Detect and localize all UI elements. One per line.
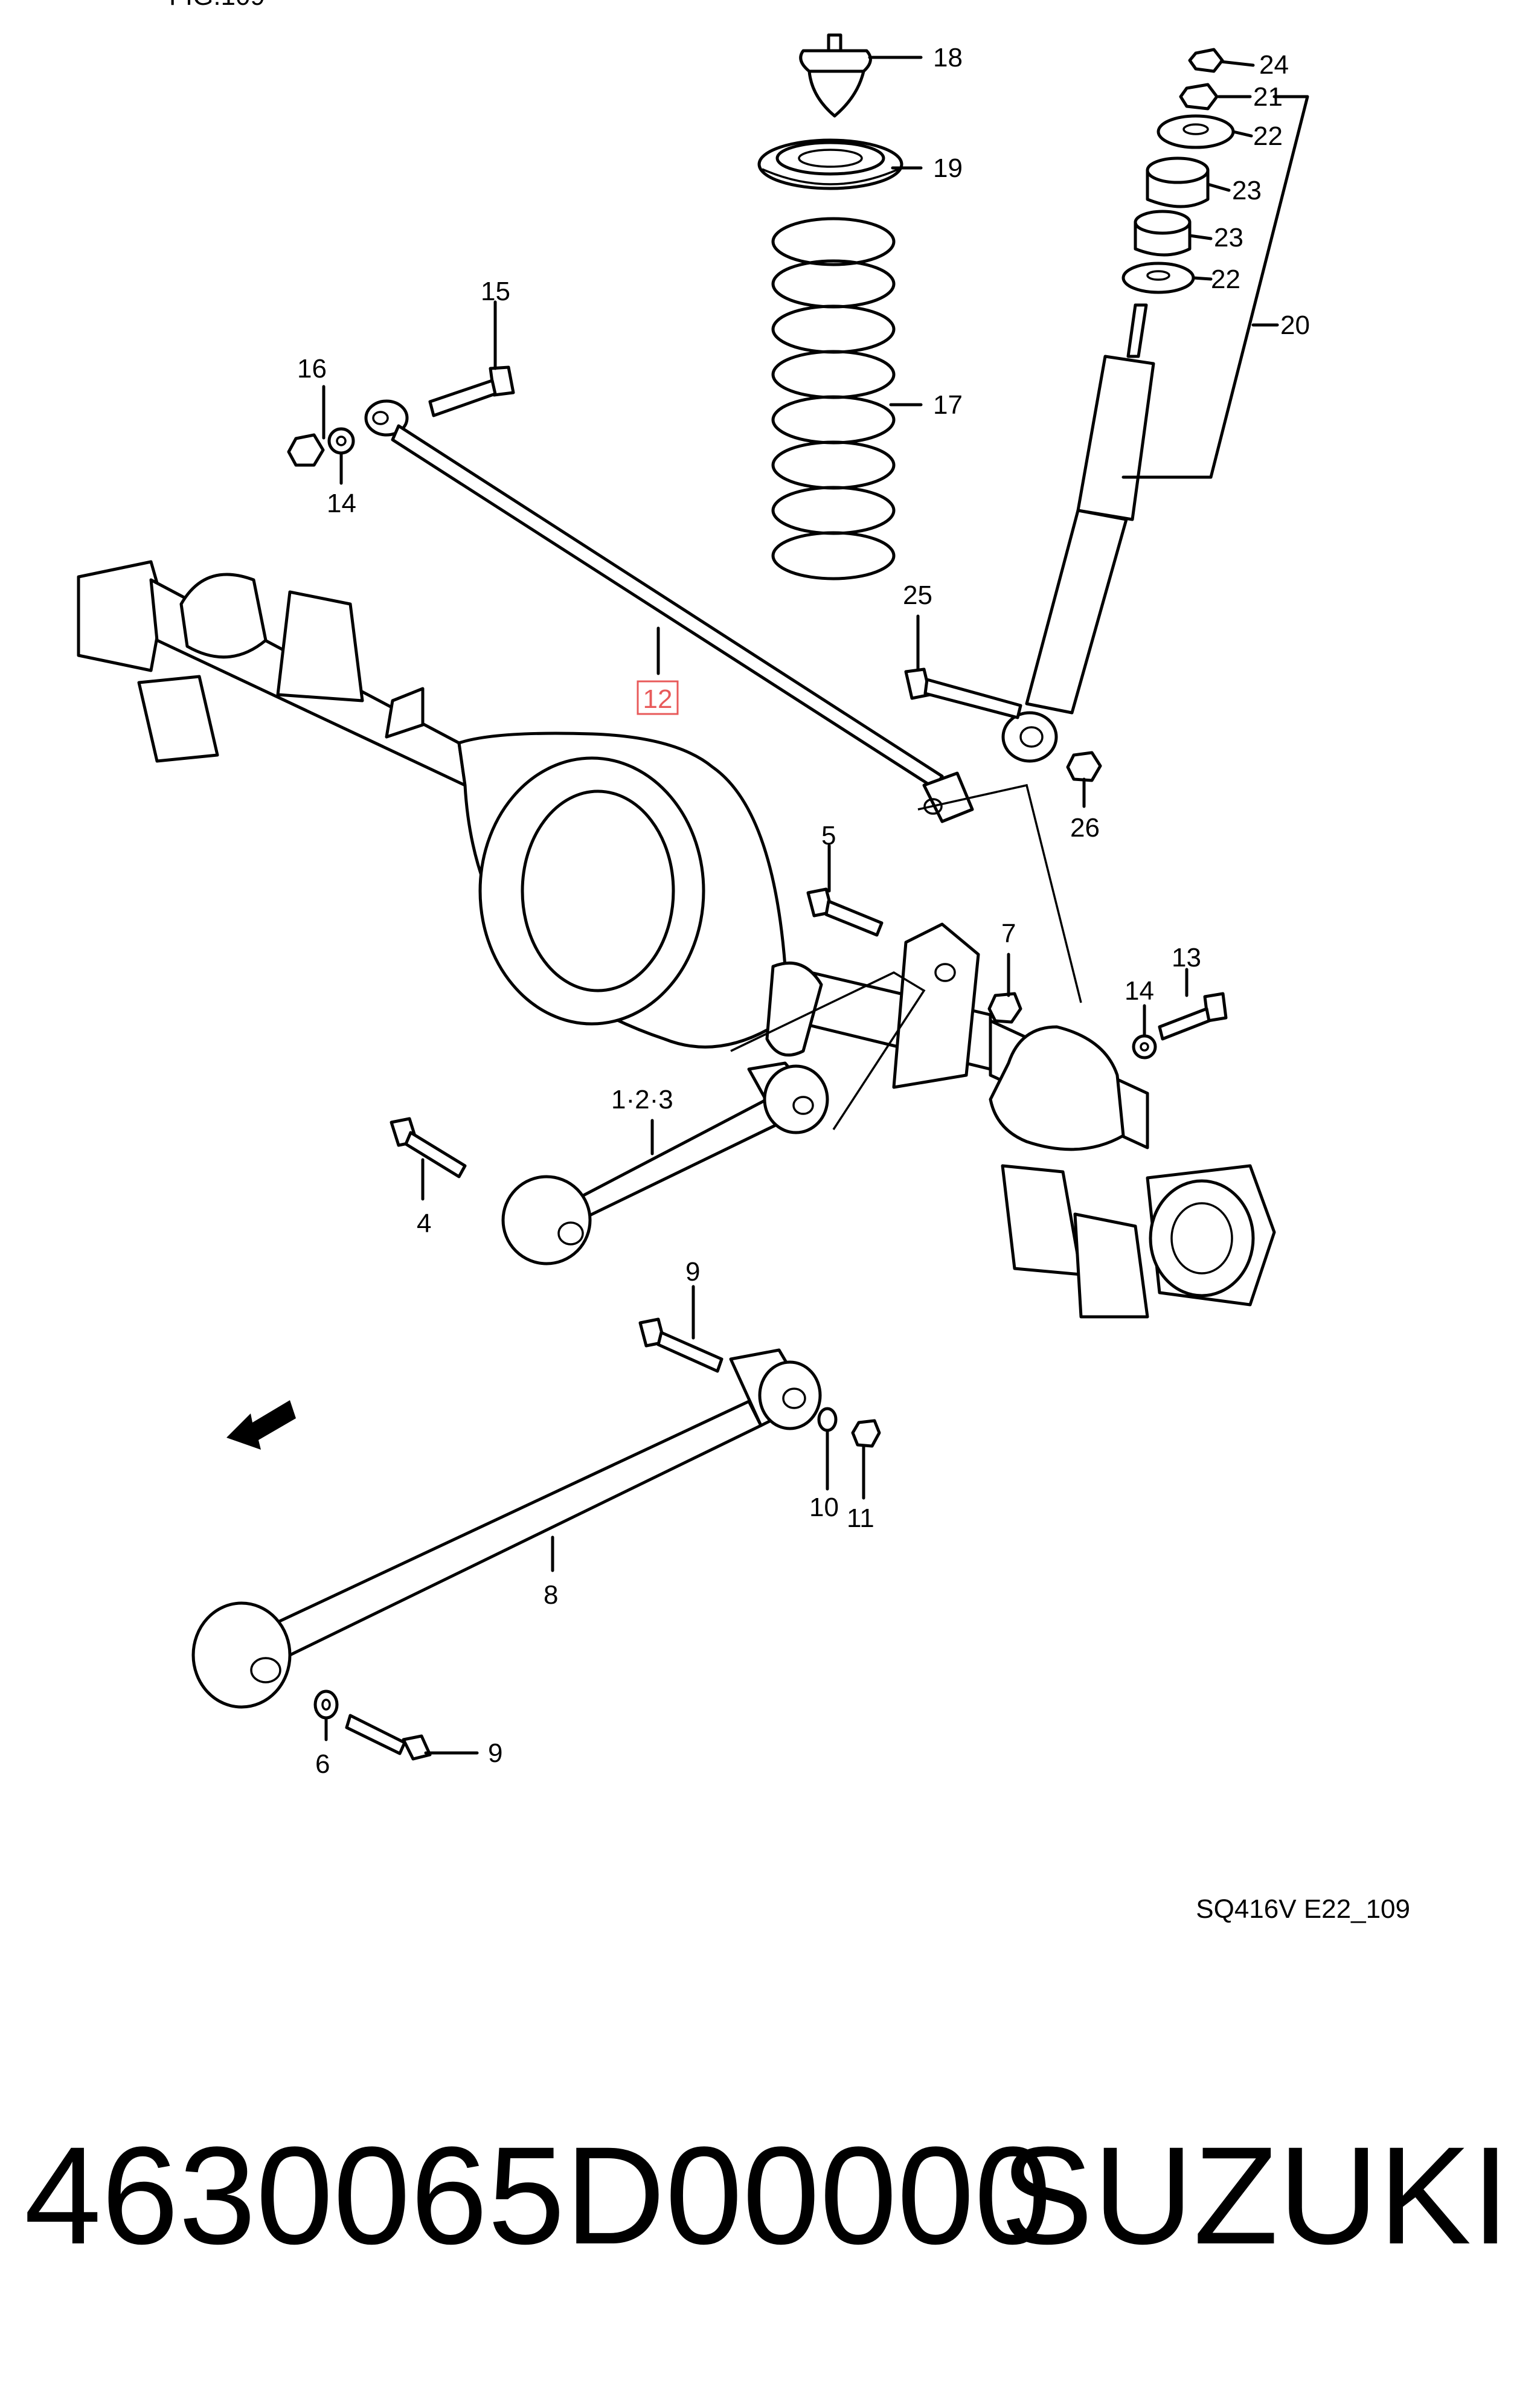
- callout-labels: 18 19 17 24 21 22 23 23 22 20 15 16 14 1…: [297, 43, 1310, 1779]
- callout-6: 6: [315, 1749, 330, 1779]
- callout-13: 13: [1172, 943, 1201, 973]
- callout-14a: 14: [327, 489, 356, 518]
- callout-11: 11: [847, 1503, 874, 1533]
- spring-bump-stop: [799, 33, 872, 118]
- shock-mount-nuts-washers: [1121, 48, 1235, 294]
- callout-20: 20: [1280, 310, 1310, 340]
- lateral-rod-upper-bolt: [287, 365, 515, 467]
- callout-8: 8: [544, 1580, 558, 1610]
- forward-arrow-icon: FWD: [226, 1400, 296, 1450]
- rear-axle-housing: [77, 560, 1276, 1319]
- callout-9b: 9: [488, 1738, 502, 1768]
- coil-spring: [771, 217, 896, 580]
- callout-26: 26: [1070, 813, 1100, 843]
- callout-23b: 23: [1214, 223, 1243, 252]
- diagram-code: SQ416V E22_109: [1196, 1894, 1410, 1924]
- part-number: 4630065D00000: [24, 2118, 1052, 2273]
- shock-absorber: [1001, 303, 1155, 763]
- spring-upper-seat: [757, 138, 903, 190]
- header-fragment: FIG.109: [169, 0, 265, 11]
- callout-24: 24: [1259, 50, 1289, 80]
- callout-4: 4: [417, 1209, 431, 1238]
- callout-10: 10: [809, 1493, 839, 1522]
- callout-12: 12: [643, 684, 673, 714]
- lower-control-arm: [191, 1348, 822, 1709]
- lateral-rod: [364, 399, 974, 823]
- exploded-parts-diagram: FIG.109: [77, 0, 1410, 1924]
- callout-5: 5: [821, 821, 836, 850]
- callout-15: 15: [481, 277, 510, 306]
- callout-22b: 22: [1211, 265, 1240, 294]
- callout-25: 25: [903, 580, 932, 610]
- upper-control-arm: [501, 1061, 829, 1265]
- callout-23a: 23: [1232, 176, 1262, 205]
- callout-1-2-3: 1·2·3: [611, 1085, 673, 1114]
- callout-12-highlight-box: [637, 680, 679, 715]
- callout-7: 7: [1001, 919, 1016, 948]
- callout-18: 18: [933, 43, 963, 72]
- leader-lines: [322, 56, 1309, 1755]
- caption: 4630065D00000 SUZUKI: [24, 2126, 1522, 2307]
- callout-16: 16: [297, 354, 327, 384]
- callout-14b: 14: [1125, 976, 1154, 1006]
- callout-22a: 22: [1253, 121, 1283, 151]
- callout-21: 21: [1253, 82, 1283, 112]
- axle-bolts-nuts: [390, 887, 1228, 1178]
- callout-17: 17: [933, 390, 963, 420]
- lower-arm-bolts-nuts: [313, 1317, 881, 1761]
- brand-name: SUZUKI: [1000, 2118, 1510, 2273]
- callout-9a: 9: [685, 1257, 700, 1287]
- callout-19: 19: [933, 153, 963, 183]
